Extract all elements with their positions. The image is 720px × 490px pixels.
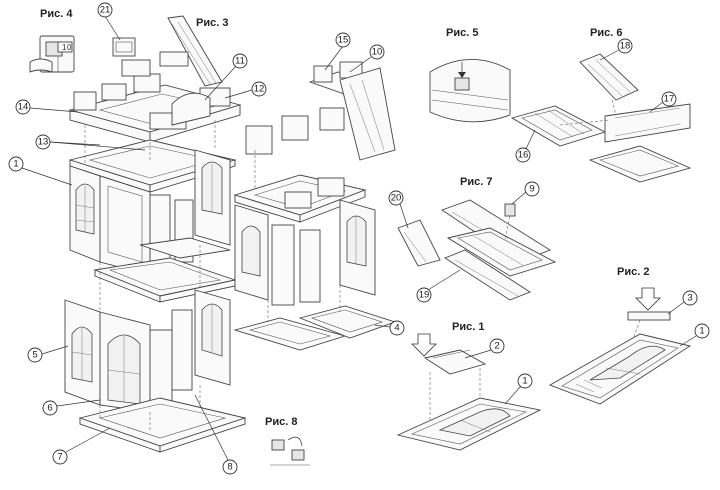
svg-text:17: 17 <box>664 94 675 105</box>
fig7-title: Рис. 7 <box>460 176 492 188</box>
svg-text:11: 11 <box>235 56 245 67</box>
fig8-title: Рис. 8 <box>265 416 297 428</box>
upper-floor <box>68 139 237 276</box>
svg-text:4: 4 <box>394 323 399 334</box>
fig3-title: Рис. 3 <box>196 17 228 29</box>
roof-tier <box>68 15 242 143</box>
callout-8: 8 <box>222 459 238 475</box>
callout-5: 5 <box>27 347 43 363</box>
lower-floor <box>64 289 231 413</box>
fig5-title: Рис. 5 <box>446 27 478 39</box>
callout-1-main: 1 <box>8 156 24 172</box>
callout-4: 4 <box>389 320 405 336</box>
fig6-title: Рис. 6 <box>590 27 622 39</box>
svg-text:18: 18 <box>620 41 631 52</box>
svg-text:19: 19 <box>419 290 430 301</box>
callouts: 21 15 10 11 12 14 13 1 20 9 18 17 <box>8 2 710 475</box>
svg-text:10: 10 <box>372 47 383 58</box>
svg-text:16: 16 <box>518 150 529 161</box>
callout-14: 14 <box>15 99 31 115</box>
callout-19: 19 <box>416 287 432 303</box>
svg-text:21: 21 <box>100 5 111 16</box>
callout-1-fig1: 1 <box>517 373 533 389</box>
callout-11: 11 <box>232 53 248 69</box>
callout-7: 7 <box>52 449 68 465</box>
callout-16: 16 <box>515 147 531 163</box>
svg-text:6: 6 <box>47 403 52 414</box>
fig8-detail <box>270 436 310 466</box>
fig4-title: Рис. 4 <box>40 8 73 20</box>
base-plates <box>78 385 247 453</box>
callout-9: 9 <box>524 181 540 197</box>
fig4-digit-a: 1 <box>62 43 67 52</box>
callout-15: 15 <box>335 32 351 48</box>
svg-text:9: 9 <box>529 184 534 195</box>
svg-text:1: 1 <box>522 376 527 387</box>
svg-text:5: 5 <box>32 350 37 361</box>
svg-text:1: 1 <box>699 326 704 337</box>
callout-10: 10 <box>369 44 385 60</box>
svg-text:14: 14 <box>18 102 29 113</box>
svg-text:2: 2 <box>494 341 499 352</box>
svg-text:12: 12 <box>254 84 265 95</box>
fig6-detail <box>510 53 692 183</box>
callout-21: 21 <box>97 2 113 18</box>
fig5-detail <box>429 59 511 123</box>
callout-13: 13 <box>35 134 51 150</box>
svg-text:15: 15 <box>338 35 349 46</box>
fig4-detail: 1 0 <box>29 35 75 73</box>
svg-text:1: 1 <box>13 159 18 170</box>
figure-titles: Рис. 4 Рис. 3 Рис. 5 Рис. 6 Рис. 7 Рис. … <box>40 8 649 428</box>
callout-20: 20 <box>388 190 404 206</box>
tower-assembly <box>233 61 397 351</box>
callout-17: 17 <box>661 91 677 107</box>
svg-text:3: 3 <box>687 293 692 304</box>
fig1-title: Рис. 1 <box>452 321 484 333</box>
svg-text:8: 8 <box>227 462 232 473</box>
svg-text:7: 7 <box>57 452 62 463</box>
fig2-detail <box>548 287 692 405</box>
callout-12: 12 <box>251 81 267 97</box>
callout-2: 2 <box>489 338 505 354</box>
svg-text:13: 13 <box>38 137 49 148</box>
fig7-detail <box>397 199 557 301</box>
svg-text:20: 20 <box>391 193 402 204</box>
callout-18: 18 <box>617 38 633 54</box>
callout-3: 3 <box>682 290 698 306</box>
fig1-detail <box>396 333 542 451</box>
fig2-title: Рис. 2 <box>617 266 649 278</box>
callout-6: 6 <box>42 400 58 416</box>
callout-1-fig2: 1 <box>694 323 710 339</box>
main-house-assembly <box>64 15 247 453</box>
fig4-digit-b: 0 <box>67 43 72 52</box>
